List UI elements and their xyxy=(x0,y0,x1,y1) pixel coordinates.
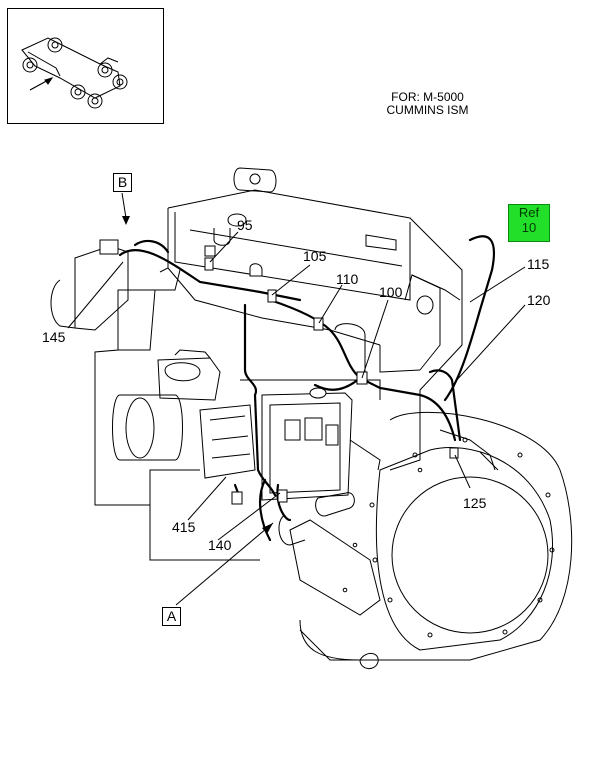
callout-100[interactable]: 100 xyxy=(379,284,403,300)
callout-125[interactable]: 125 xyxy=(463,495,487,511)
callout-415[interactable]: 415 xyxy=(172,519,196,535)
model-header: FOR: M-5000 CUMMINS ISM xyxy=(370,91,485,117)
harness-clips xyxy=(99,239,459,505)
ref-link-label: Ref xyxy=(518,205,540,220)
callout-140[interactable]: 140 xyxy=(208,537,232,553)
view-label-b: B xyxy=(113,173,132,192)
leader-lines xyxy=(67,192,526,606)
model-line: FOR: M-5000 xyxy=(391,90,464,104)
ref-link-number: 10 xyxy=(521,220,537,235)
callout-95[interactable]: 95 xyxy=(237,217,253,233)
callout-120[interactable]: 120 xyxy=(527,292,551,308)
leader-arrowheads xyxy=(122,216,273,534)
engine-line: CUMMINS ISM xyxy=(386,103,469,117)
ref-link-button[interactable]: Ref 10 xyxy=(508,204,550,242)
housing-bolts xyxy=(342,437,555,638)
view-label-a: A xyxy=(162,607,181,626)
locator-thumbnail xyxy=(7,8,164,124)
callout-115[interactable]: 115 xyxy=(527,256,550,272)
callout-110[interactable]: 110 xyxy=(336,271,359,287)
wiring-harness xyxy=(118,235,496,542)
callout-145[interactable]: 145 xyxy=(42,329,66,345)
callout-105[interactable]: 105 xyxy=(303,248,327,264)
